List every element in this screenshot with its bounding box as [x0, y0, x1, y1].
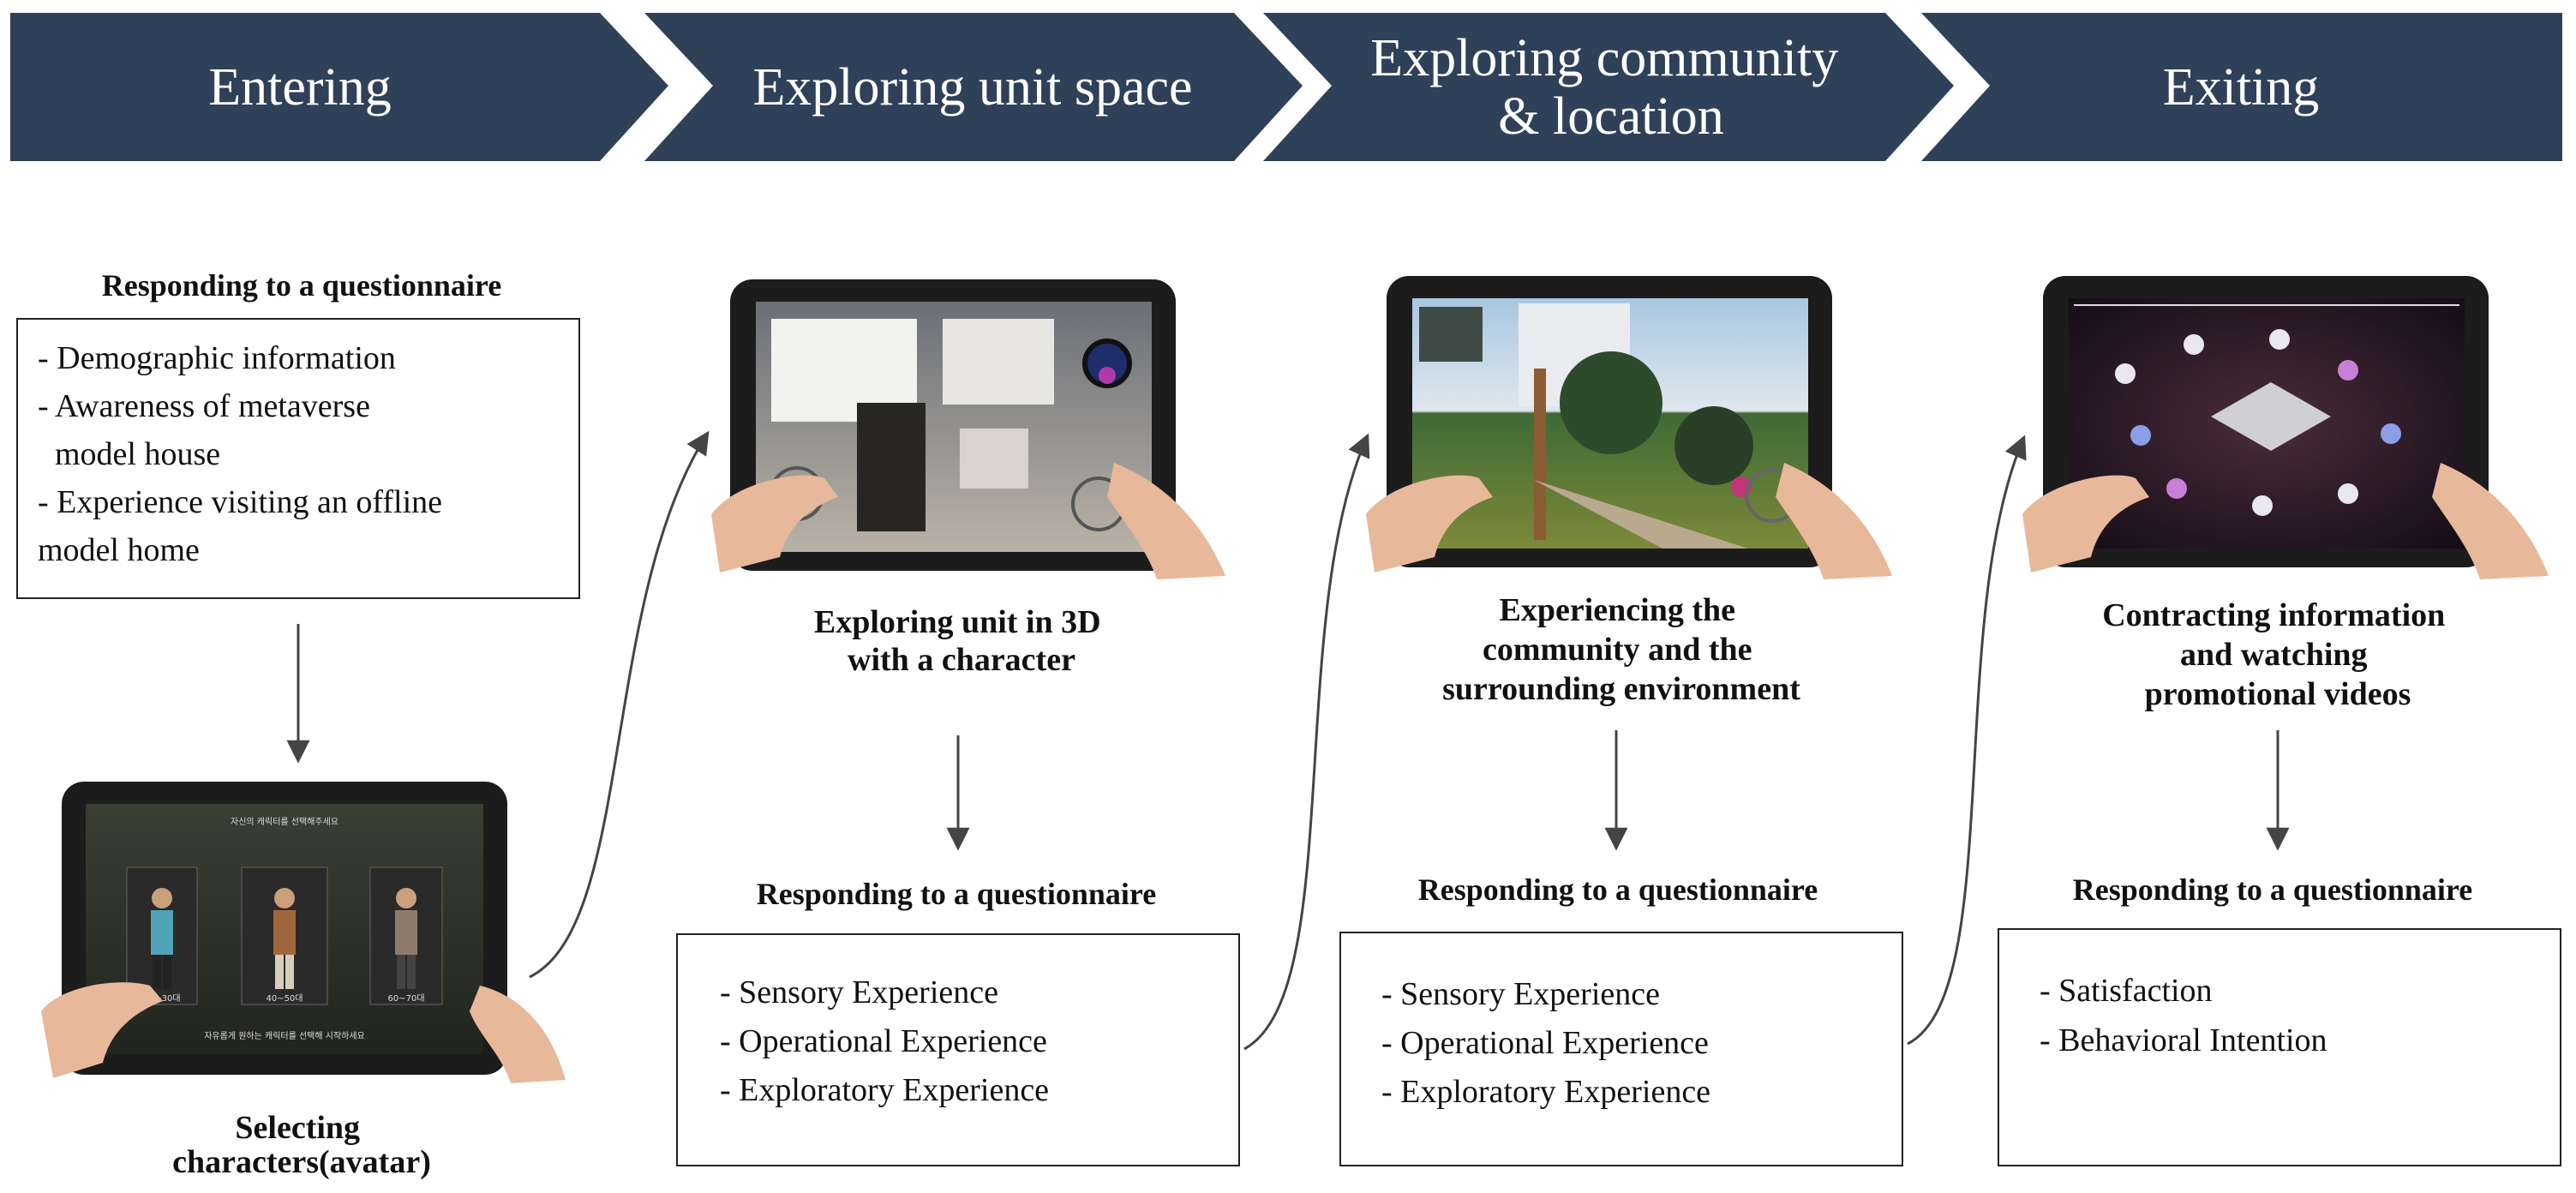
community-tablet [1366, 276, 1892, 579]
connector-arrow-2 [1243, 433, 1370, 1051]
unit-caption: Exploring unit in 3D with a character [814, 604, 1109, 678]
unit-questionnaire-heading: Responding to a questionnaire [757, 877, 1156, 911]
stage-banner: Entering Exploring unit space Exploring … [10, 13, 2562, 161]
stage-exiting-label: Exiting [2163, 58, 2320, 117]
community-box-text: - Sensory Experience - Operational Exper… [1381, 976, 1716, 1110]
avatar-card: 40~50대 [241, 866, 328, 1005]
community-caption: Experiencing the community and the surro… [1442, 592, 1800, 707]
unit-questionnaire-box [676, 933, 1240, 1166]
connector-arrow-1 [529, 430, 710, 979]
exiting-tablet [2022, 276, 2549, 579]
community-questionnaire-box [1339, 932, 1903, 1166]
selecting-characters-caption: Selecting characters(avatar) [172, 1110, 431, 1180]
exiting-questionnaire-heading: Responding to a questionnaire [2073, 872, 2472, 907]
stage-unit-chevron [644, 13, 1303, 161]
avatar-card: 20~30대 [126, 866, 198, 1005]
entering-questionnaire-box [16, 318, 580, 599]
svg-text:60~70대: 60~70대 [387, 993, 424, 1004]
community-questionnaire-heading: Responding to a questionnaire [1418, 872, 1818, 907]
svg-text:자신의 캐릭터를 선택해주세요: 자신의 캐릭터를 선택해주세요 [231, 816, 338, 827]
exiting-questionnaire-box [1998, 928, 2561, 1166]
stage-entering-label: Entering [208, 58, 392, 117]
unit-tablet [711, 279, 1225, 579]
exiting-caption: Contracting information and watching pro… [2102, 597, 2453, 712]
stage-unit-label: Exploring unit space [752, 58, 1192, 117]
stage-exiting-chevron [1921, 13, 2562, 161]
exiting-box-text: - Satisfaction - Behavioral Intention [2040, 973, 2327, 1058]
connector-arrow-3 [1907, 435, 2027, 1046]
entering-box-text: - Demographic information - Awareness of… [38, 340, 451, 568]
character-selection-tablet: 자신의 캐릭터를 선택해주세요 20~30대 40~50대 60~70대 자유롭… [41, 782, 566, 1083]
stage-entering-chevron [10, 13, 668, 161]
svg-text:자유롭게 원하는 캐릭터를 선택해 시작하세요: 자유롭게 원하는 캐릭터를 선택해 시작하세요 [204, 1030, 365, 1041]
unit-box-text: - Sensory Experience - Operational Exper… [720, 974, 1055, 1108]
stage-community-label: Exploring community & location [1370, 29, 1851, 146]
entering-questionnaire-heading: Responding to a questionnaire [102, 268, 501, 303]
avatar-card: 60~70대 [369, 866, 443, 1005]
svg-text:40~50대: 40~50대 [266, 993, 303, 1004]
stage-community-chevron [1263, 13, 1954, 161]
